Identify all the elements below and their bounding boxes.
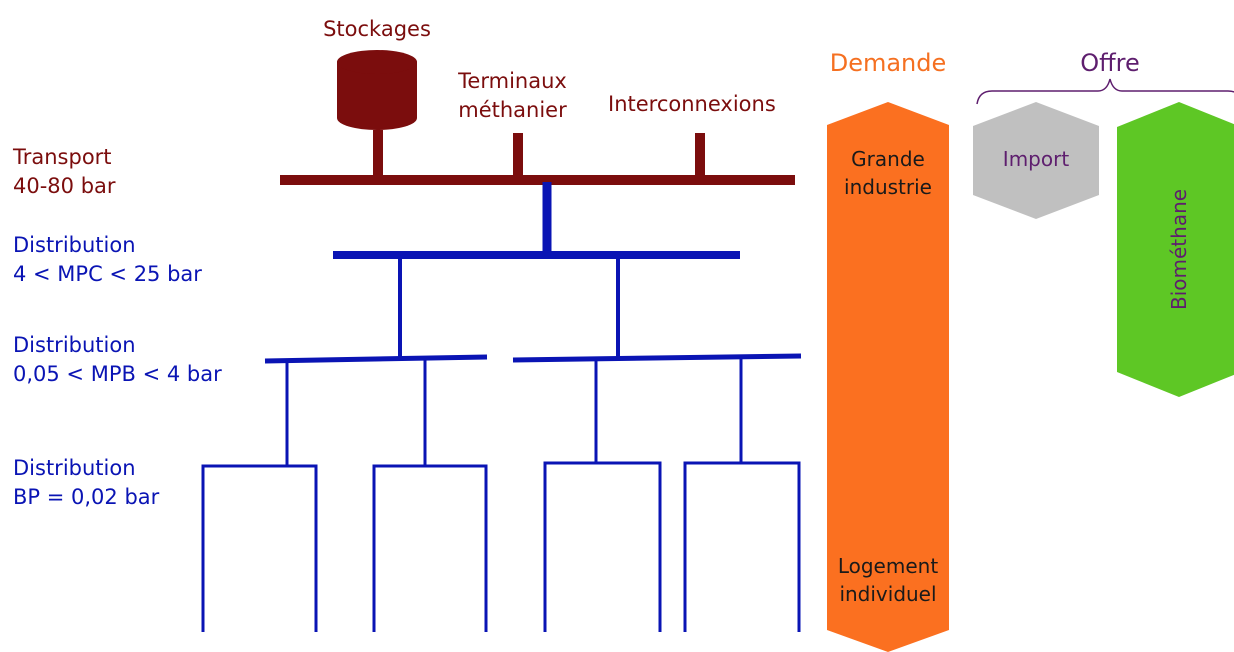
distribution-bp-network: [201, 461, 801, 632]
storage-tank-icon: [337, 50, 417, 130]
distribution-mpc-label: Distribution 4 < MPC < 25 bar: [13, 231, 202, 289]
distribution-bp-label: Distribution BP = 0,02 bar: [13, 454, 159, 512]
grande-industrie-line2: industrie: [844, 175, 932, 199]
grande-industrie-label: Grande industrie: [827, 145, 949, 201]
terminaux-label: Terminaux méthanier: [445, 67, 580, 125]
distribution-bp-line1: Distribution: [13, 456, 136, 480]
logement-individuel-line1: Logement: [837, 554, 939, 578]
transport-network: [280, 50, 795, 185]
transport-level-line2: 40-80 bar: [13, 174, 116, 198]
transport-level-label: Transport 40-80 bar: [13, 143, 116, 201]
bp-branch-4: [683, 461, 801, 632]
biomethane-label: Biométhane: [1167, 188, 1191, 310]
bp-branch-1: [201, 464, 318, 632]
stockages-label: Stockages: [323, 17, 431, 41]
mpb-pipeline-right: [512, 353, 802, 363]
offre-bracket: [976, 78, 1234, 105]
grande-industrie-line1: Grande: [851, 147, 925, 171]
distribution-bp-line2: BP = 0,02 bar: [13, 485, 160, 509]
distribution-mpb-line1: Distribution: [13, 333, 136, 357]
offre-header: Offre: [1080, 49, 1140, 77]
terminaux-label-line2: méthanier: [458, 98, 567, 122]
interconnexions-label: Interconnexions: [608, 92, 776, 116]
mpb-pipeline-left: [264, 354, 488, 364]
distribution-mpc-line1: Distribution: [13, 233, 136, 257]
demande-header: Demande: [829, 49, 947, 77]
distribution-mpb-label: Distribution 0,05 < MPB < 4 bar: [13, 331, 222, 389]
import-hexagon: [973, 102, 1099, 219]
bp-branch-3: [543, 461, 662, 632]
distribution-mpc-network: [333, 182, 740, 358]
logement-individuel-label: Logement individuel: [827, 552, 949, 608]
biomethane-arrow: [1117, 102, 1234, 397]
import-label: Import: [1002, 147, 1070, 171]
distribution-mpc-line2: 4 < MPC < 25 bar: [13, 262, 202, 286]
demande-arrow: [827, 102, 949, 652]
distribution-mpb-line2: 0,05 < MPB < 4 bar: [13, 362, 222, 386]
terminaux-label-line1: Terminaux: [458, 69, 567, 93]
distribution-mpb-network: [264, 353, 802, 465]
logement-individuel-line2: individuel: [839, 582, 937, 606]
bp-branch-2: [372, 464, 488, 632]
transport-level-line1: Transport: [13, 145, 112, 169]
